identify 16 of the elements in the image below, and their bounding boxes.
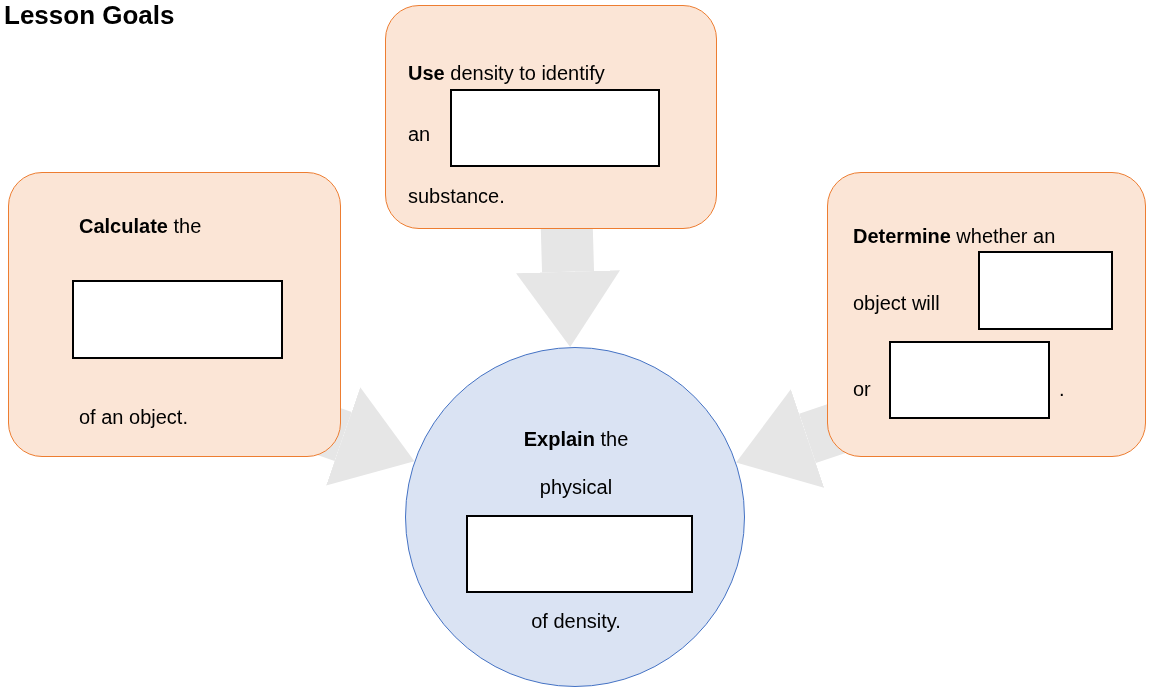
- goal-text: Calculate the: [79, 214, 202, 238]
- goal-card: [827, 172, 1146, 457]
- goal-text: of an object.: [79, 405, 188, 429]
- goal-text: of density.: [531, 609, 621, 633]
- goal-card: [8, 172, 341, 457]
- goal-text: Determine whether an: [853, 224, 1056, 248]
- title: Lesson Goals: [4, 0, 175, 31]
- goal-text: substance.: [408, 184, 505, 208]
- goal-text: or: [853, 377, 871, 401]
- goal-text: Explain the: [523, 427, 629, 451]
- goal-text: .: [1059, 377, 1065, 401]
- goal-text: physical: [539, 475, 613, 499]
- goal-card: [385, 5, 717, 229]
- goal-text: object will: [853, 291, 940, 315]
- goal-text: an: [408, 122, 431, 146]
- goal-text: Use density to identify: [408, 61, 605, 85]
